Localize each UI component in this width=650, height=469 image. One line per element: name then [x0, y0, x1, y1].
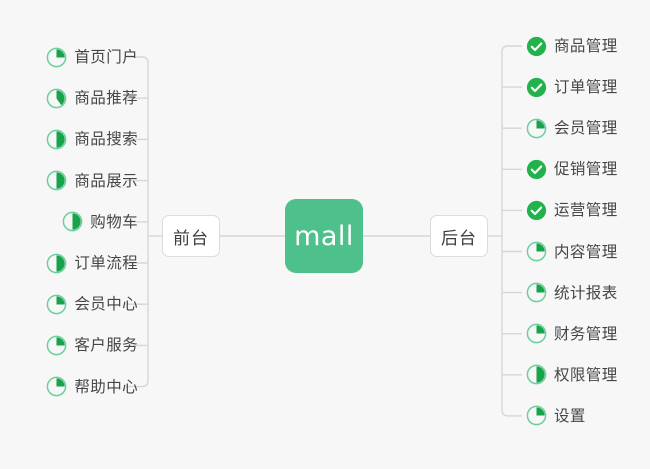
- leaf-label: 设置: [554, 406, 586, 425]
- leaf-item-left[interactable]: 首页门户: [46, 44, 138, 70]
- leaf-label: 订单管理: [554, 78, 618, 97]
- leaf-label: 会员管理: [554, 119, 618, 138]
- leaf-label: 帮助中心: [74, 377, 138, 396]
- check-circle-icon: [526, 36, 547, 56]
- leaf-item-left[interactable]: 商品搜索: [46, 126, 138, 152]
- leaf-label: 促销管理: [554, 160, 618, 179]
- leaf-item-left[interactable]: 订单流程: [46, 250, 138, 276]
- branch-back-label: 后台: [441, 228, 477, 249]
- pie-progress-icon: [47, 129, 67, 150]
- leaf-item-left[interactable]: 商品推荐: [46, 85, 138, 111]
- root-node-label: mall: [294, 220, 354, 252]
- leaf-item-right[interactable]: 财务管理: [526, 321, 618, 347]
- pie-progress-icon: [526, 282, 547, 303]
- leaf-item-right[interactable]: 会员管理: [526, 115, 618, 141]
- leaf-label: 商品管理: [554, 37, 618, 55]
- leaf-label: 购物车: [90, 212, 138, 231]
- leaf-label: 客户服务: [74, 336, 138, 355]
- leaf-label: 商品推荐: [74, 89, 138, 108]
- leaf-item-left[interactable]: 会员中心: [46, 291, 138, 317]
- leaf-item-left[interactable]: 帮助中心: [46, 374, 138, 400]
- root-node-mall[interactable]: mall: [285, 199, 363, 273]
- pie-progress-icon: [47, 253, 67, 273]
- leaf-item-right[interactable]: 权限管理: [526, 362, 618, 388]
- branch-node-front[interactable]: 前台: [162, 215, 220, 257]
- leaf-label: 商品展示: [74, 171, 138, 190]
- leaf-item-right[interactable]: 统计报表: [526, 280, 618, 306]
- leaf-label: 统计报表: [554, 283, 618, 302]
- leaf-item-right[interactable]: 内容管理: [526, 239, 618, 265]
- pie-progress-icon: [47, 47, 67, 67]
- leaf-item-left[interactable]: 客户服务: [46, 332, 138, 358]
- leaf-label: 权限管理: [554, 365, 618, 384]
- leaf-item-right[interactable]: 设置: [526, 403, 586, 429]
- leaf-label: 会员中心: [74, 295, 138, 314]
- leaf-item-left[interactable]: 购物车: [62, 209, 138, 235]
- leaf-label: 内容管理: [554, 242, 618, 261]
- pie-progress-icon: [47, 88, 67, 109]
- leaf-item-right[interactable]: 运营管理: [526, 197, 618, 223]
- check-circle-icon: [526, 200, 547, 221]
- pie-progress-icon: [47, 376, 67, 397]
- pie-progress-icon: [47, 170, 67, 191]
- branch-node-back[interactable]: 后台: [430, 215, 488, 257]
- leaf-label: 运营管理: [554, 201, 618, 220]
- pie-progress-icon: [526, 406, 547, 426]
- pie-progress-icon: [526, 241, 547, 262]
- pie-progress-icon: [526, 118, 547, 139]
- pie-progress-icon: [62, 211, 83, 232]
- pie-progress-icon: [47, 294, 67, 315]
- pie-progress-icon: [47, 335, 67, 356]
- leaf-label: 首页门户: [74, 48, 138, 66]
- check-circle-icon: [526, 159, 547, 179]
- pie-progress-icon: [526, 364, 547, 385]
- leaf-item-right[interactable]: 促销管理: [526, 156, 618, 182]
- leaf-label: 订单流程: [74, 254, 138, 272]
- leaf-label: 商品搜索: [74, 130, 138, 149]
- leaf-item-right[interactable]: 商品管理: [526, 33, 618, 59]
- leaf-label: 财务管理: [554, 324, 618, 343]
- pie-progress-icon: [526, 323, 547, 344]
- leaf-item-left[interactable]: 商品展示: [46, 168, 138, 194]
- leaf-item-right[interactable]: 订单管理: [526, 74, 618, 100]
- branch-front-label: 前台: [173, 228, 209, 249]
- check-circle-icon: [526, 77, 547, 97]
